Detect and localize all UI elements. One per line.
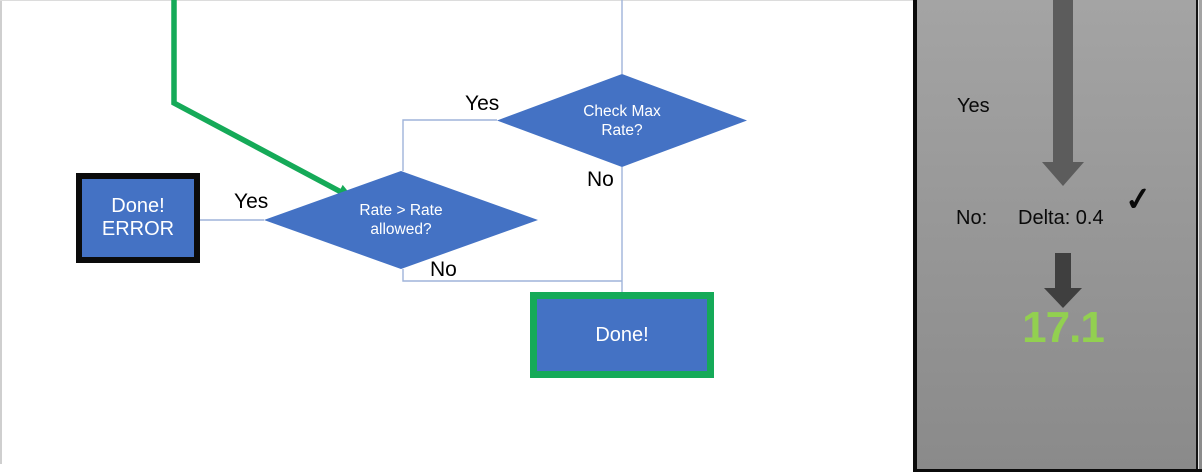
slide-left-edge [0,0,2,464]
down-arrow-short-head-icon [1044,288,1082,308]
down-arrow-short-icon [1055,253,1071,288]
green-arrow-line [171,0,343,195]
node-label-line: allowed? [370,221,432,238]
node-label-line: Check Max [583,102,661,120]
connector-rate-allowed-no [402,269,622,282]
slide-top-edge [0,0,913,1]
status-panel[interactable]: Yes No: Delta: 0.4 ✓ 17.1 [913,0,1202,472]
node-done-error-label: Done! ERROR [102,195,174,241]
node-label-line: ERROR [101,218,175,240]
panel-no-label: No: [956,207,988,229]
panel-right-border [1196,0,1198,472]
panel-right-sliver [1198,0,1199,472]
node-label-line: Rate? [601,121,643,139]
edge-label-check-max-no[interactable]: No [587,168,614,191]
edge-label-rate-allowed-yes[interactable]: Yes [234,190,269,213]
node-label-line: Rate > Rate [359,202,443,219]
node-done-error[interactable]: Done! ERROR [76,173,200,263]
result-value: 17.1 [1022,303,1105,352]
connector-check-max-yes [402,119,497,171]
node-done-label: Done! [595,323,649,346]
panel-left-border [913,0,917,472]
down-arrow-long-head-icon [1042,162,1084,186]
edge-label-rate-allowed-no[interactable]: No [430,258,457,281]
green-flow-arrow[interactable] [171,0,355,200]
node-check-max-rate-label: Check Max Rate? [583,102,661,140]
node-done[interactable]: Done! [530,292,714,378]
edge-label-check-max-yes[interactable]: Yes [465,92,500,115]
node-label-line: Done! [111,195,165,217]
panel-yes-label: Yes [957,95,990,117]
node-rate-allowed-label: Rate > Rate allowed? [359,201,442,239]
down-arrow-long-icon [1053,0,1073,162]
checkmark-icon: ✓ [1123,179,1154,219]
panel-delta-value: Delta: 0.4 [1018,207,1104,229]
panel-bottom-border [913,469,1202,472]
